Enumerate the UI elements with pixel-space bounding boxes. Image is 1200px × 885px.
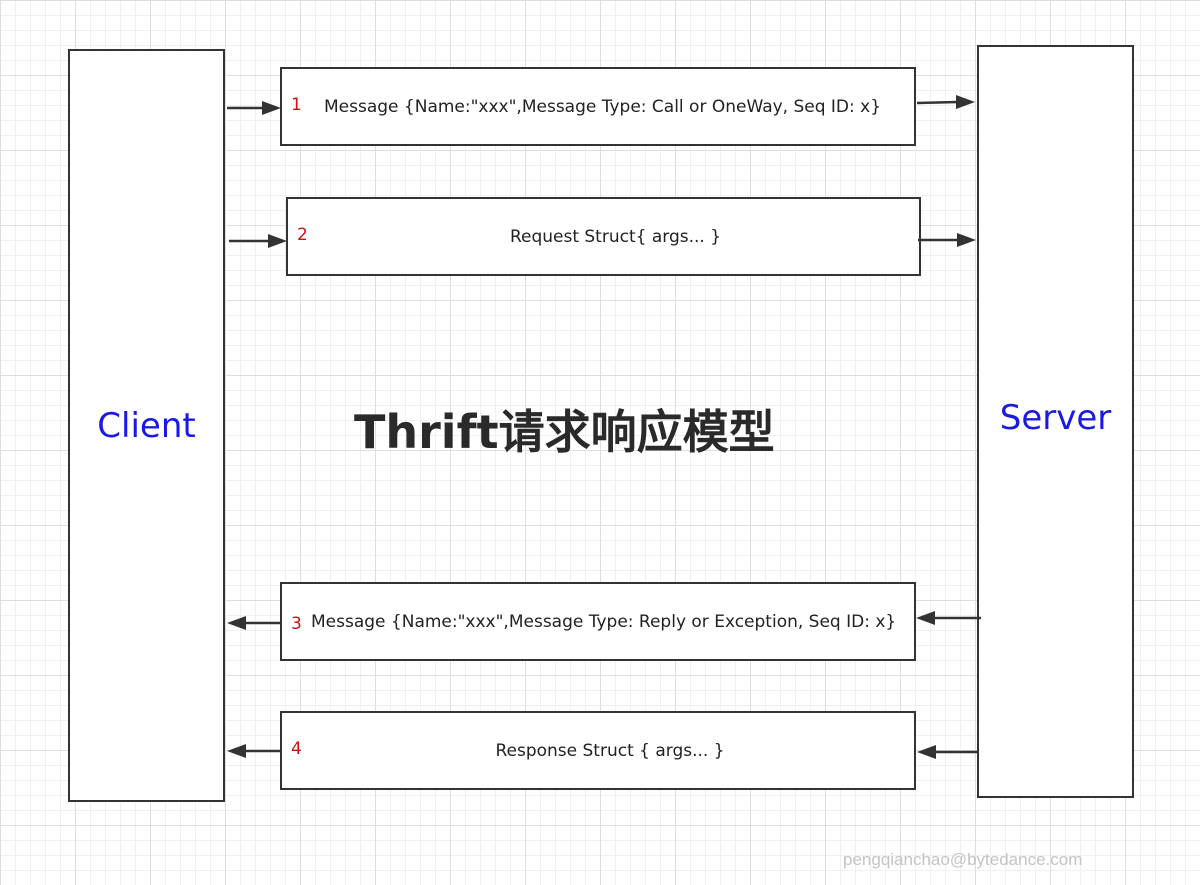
arrow-1-in xyxy=(227,101,281,115)
arrow-2-out xyxy=(918,233,976,247)
message-box-3: 3 Message {Name:"xxx",Message Type: Repl… xyxy=(280,582,916,661)
arrow-2-in xyxy=(229,234,287,248)
server-label: Server xyxy=(999,397,1112,438)
watermark: pengqianchao@bytedance.com xyxy=(843,850,1083,869)
message-number-2: 2 xyxy=(297,225,308,245)
client-lifeline: Client xyxy=(68,49,225,802)
message-box-4: 4 Response Struct { args... } xyxy=(280,711,916,790)
arrow-1-out xyxy=(916,95,975,109)
message-box-1: 1 Message {Name:"xxx",Message Type: Call… xyxy=(280,67,916,146)
message-number-3: 3 xyxy=(291,614,302,634)
arrow-4-in xyxy=(917,745,978,759)
message-text-2: Request Struct{ args... } xyxy=(509,226,722,247)
server-lifeline: Server xyxy=(977,45,1134,798)
arrow-3-out xyxy=(227,616,280,630)
message-text-4: Response Struct { args... } xyxy=(495,740,725,761)
client-label: Client xyxy=(97,405,196,446)
arrow-4-out xyxy=(227,744,280,758)
message-number-4: 4 xyxy=(291,739,302,759)
message-text-1: Message {Name:"xxx",Message Type: Call o… xyxy=(324,96,882,117)
diagram-title: Thrift请求响应模型 xyxy=(354,405,775,459)
arrow-3-in xyxy=(916,611,981,625)
message-text-3: Message {Name:"xxx",Message Type: Reply … xyxy=(311,611,897,632)
message-box-2: 2 Request Struct{ args... } xyxy=(286,197,921,276)
message-number-1: 1 xyxy=(291,95,302,115)
